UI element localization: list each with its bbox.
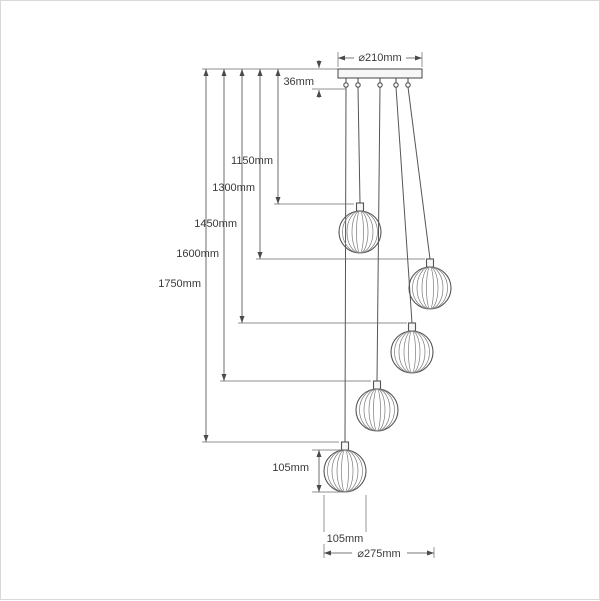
ceiling-canopy: [337, 68, 423, 88]
cord-2: [407, 86, 431, 260]
pendant-globe-4: [355, 380, 399, 432]
canopy-plate: [337, 68, 423, 79]
dimension-canopy-height: 36mm: [283, 60, 322, 98]
dimension-overall-diameter: ⌀275mm: [324, 547, 435, 560]
dimension-shade-width: 105mm: [323, 495, 367, 558]
pendant-globe-1: [338, 202, 382, 254]
cords: [344, 86, 431, 443]
dim-label-drop-1450: 1450mm: [194, 218, 237, 230]
dimension-canopy-diameter: ⌀210mm: [337, 51, 423, 67]
dim-label-drop-1150: 1150mm: [231, 155, 273, 167]
cord-4: [376, 86, 381, 382]
cord-3: [395, 86, 413, 324]
dim-label-drop-1300: 1300mm: [212, 182, 255, 194]
pendant-globe-5: [323, 441, 367, 493]
dimension-shade-height: 105mm: [272, 449, 343, 493]
cord-1: [357, 86, 361, 204]
cord-5: [344, 86, 347, 443]
dimension-drop-1750: 1750mm: [158, 69, 209, 442]
dim-label-shade-width: 105mm: [327, 533, 364, 545]
pendant-globe-3: [390, 322, 434, 374]
dim-label-overall-diameter: ⌀275mm: [357, 548, 400, 560]
cord-hooks: [343, 78, 411, 88]
dim-label-shade-height: 105mm: [272, 462, 309, 474]
dim-label-drop-1600: 1600mm: [176, 248, 219, 260]
dim-label-drop-1750: 1750mm: [158, 278, 201, 290]
dim-label-canopy-height: 36mm: [283, 76, 314, 88]
dimension-extension-lines: [202, 68, 425, 443]
dimension-drop-1450: 1450mm: [194, 69, 245, 323]
dim-label-canopy-diameter: ⌀210mm: [358, 52, 401, 64]
pendant-globe-2: [408, 258, 452, 310]
